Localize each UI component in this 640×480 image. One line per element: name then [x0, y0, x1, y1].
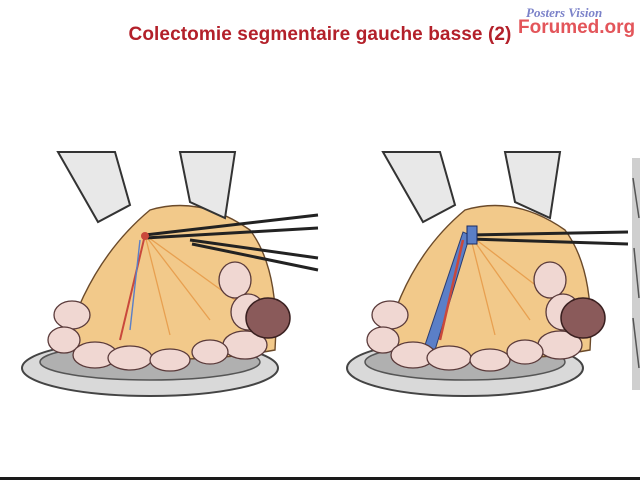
retractor-left-2 [178, 151, 237, 220]
illustration-left-drawing [21, 151, 319, 397]
rectal-stump-left [245, 297, 291, 339]
clip-right [466, 225, 478, 245]
colectomy-illustration-left [20, 140, 320, 402]
watermark-forumed: Forumed.org [518, 17, 636, 38]
slide-title: Colectomie segmentaire gauche basse (2) [128, 24, 512, 45]
forceps-left-2 [189, 238, 319, 272]
slide-bottom-border [0, 477, 640, 480]
forceps-left-1 [144, 213, 319, 240]
colectomy-illustration-right [345, 140, 630, 402]
retractor-right-1 [381, 151, 457, 224]
watermark-posters-vision: Posters Vision [526, 5, 603, 20]
forceps-right [469, 230, 629, 246]
colectomy-illustration-partial [632, 158, 640, 390]
retractor-right-2 [503, 151, 562, 220]
retractor-left-1 [56, 151, 132, 224]
illustration-right-drawing [346, 151, 629, 397]
rectal-stump-right [560, 297, 606, 339]
